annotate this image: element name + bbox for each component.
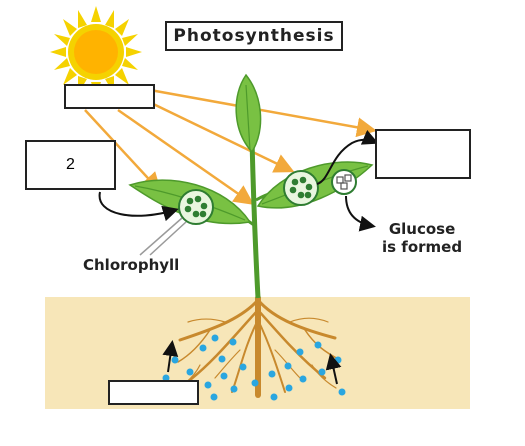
- process-arrows: [98, 129, 379, 232]
- glucose-label-line1: Glucose: [388, 220, 456, 238]
- water-uptake-arrows: [162, 340, 342, 385]
- plant-stem: [249, 139, 261, 299]
- answer-box-left-leaf[interactable]: 2: [25, 140, 116, 190]
- glucose-label: Glucose is formed: [382, 220, 462, 256]
- top-leaf: [235, 73, 262, 154]
- chlorophyll-pointers: [139, 217, 187, 256]
- diagram-title: Photosynthesis: [165, 21, 343, 51]
- answer-box-sun[interactable]: [64, 84, 155, 109]
- chlorophyll-label: Chlorophyll: [83, 256, 180, 274]
- answer-box-right-leaf[interactable]: [375, 129, 471, 179]
- chloroplast-icon: [283, 170, 319, 206]
- light-arrows: [84, 88, 377, 205]
- chloroplast-icon: [178, 189, 214, 225]
- answer-box-roots[interactable]: [108, 380, 199, 405]
- glucose-molecule-icon: [331, 169, 357, 195]
- glucose-label-line2: is formed: [382, 238, 463, 256]
